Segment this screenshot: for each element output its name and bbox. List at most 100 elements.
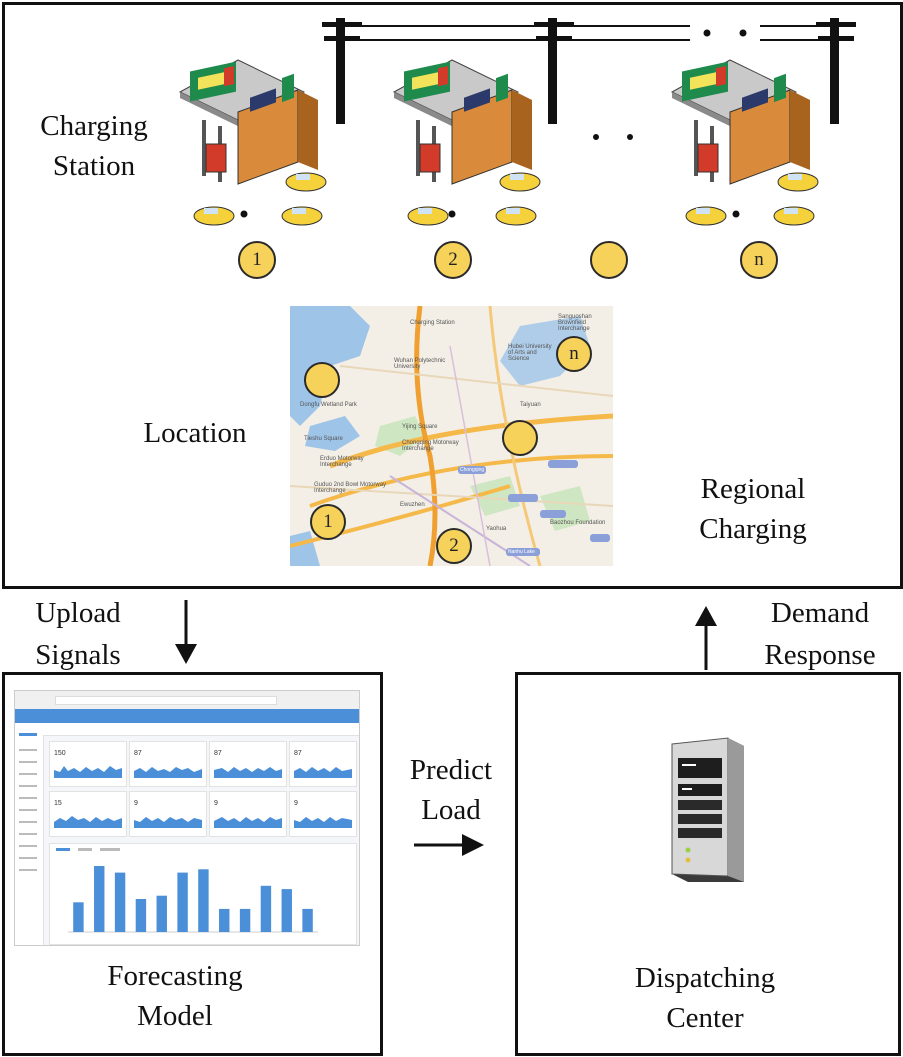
chart-bar <box>239 908 251 932</box>
taxi-icon <box>777 172 819 192</box>
chart-bar <box>281 889 292 932</box>
metric-value: 15 <box>54 800 62 807</box>
map-place-label: Nanhu Lake <box>508 549 535 555</box>
map-station-marker: 1 <box>310 504 346 540</box>
chart-tab[interactable] <box>100 848 120 851</box>
metric-value: 150 <box>54 750 66 757</box>
power-pole-icon <box>816 18 856 124</box>
metric-value: 9 <box>134 800 138 807</box>
chart-bar <box>94 866 105 932</box>
metric-card: 9 <box>289 791 357 837</box>
metric-card: 87 <box>129 741 207 787</box>
map-place-label: Yaohua <box>486 526 507 532</box>
chart-bar <box>177 872 188 932</box>
chart-bar <box>260 885 272 932</box>
chart-bar <box>114 872 126 932</box>
load-bar-chart <box>68 866 318 933</box>
station-badge <box>590 241 628 279</box>
upload-signals-label: Upload Signals <box>35 597 121 671</box>
map-place-label: Charging Station <box>410 320 455 326</box>
metric-card: 15 <box>49 791 127 837</box>
map-place-label: Chongqing <box>460 467 485 473</box>
metric-sparkline <box>54 816 122 828</box>
map-place-label: Baozhou Foundation <box>550 520 606 526</box>
map-station-marker <box>304 362 340 398</box>
taxi-icon <box>685 206 727 226</box>
sidebar-item[interactable] <box>19 845 37 847</box>
power-pole-icon <box>534 18 574 124</box>
sidebar-item[interactable] <box>19 809 37 811</box>
sidebar-item[interactable] <box>19 773 37 775</box>
chart-bar <box>156 895 167 932</box>
sidebar-item[interactable] <box>19 749 37 751</box>
load-bar-chart-card <box>49 843 357 945</box>
station-badge: n <box>740 241 778 279</box>
sidebar-item[interactable] <box>19 833 37 835</box>
map-place-label: Dongfu Wetland Park <box>300 402 357 408</box>
sidebar-item[interactable] <box>19 733 37 736</box>
metric-card: 9 <box>209 791 287 837</box>
chart-bar <box>219 908 230 932</box>
map-place-label: Sanguoshan Brownfield Interchange <box>558 314 592 332</box>
chart-bar <box>135 899 147 932</box>
taxi-icon <box>773 206 815 226</box>
chart-bar <box>302 908 313 932</box>
demand-response-arrow <box>695 606 717 670</box>
map-station-marker: 2 <box>436 528 472 564</box>
taxi-icon <box>499 172 541 192</box>
sidebar-item[interactable] <box>19 869 37 871</box>
sidebar-item[interactable] <box>19 821 37 823</box>
forecasting-model-label: Forecasting Model <box>107 960 243 1032</box>
demand-response-label: Demand Response <box>764 597 876 671</box>
map-place-label: Chongqing Motorway Interchange <box>402 440 459 452</box>
metric-value: 9 <box>294 800 298 807</box>
map-station-marker: n <box>556 336 592 372</box>
dispatching-center-label: Dispatching Center <box>634 962 776 1034</box>
metric-sparkline <box>134 767 202 778</box>
station-badge: 1 <box>238 241 276 279</box>
metric-sparkline <box>134 817 202 828</box>
map-place-label: Yijing Square <box>402 424 438 430</box>
dashboard-tabs <box>43 723 359 736</box>
metric-sparkline <box>294 817 352 828</box>
map-place-label: Erduo Motorway Interchange <box>320 456 364 468</box>
taxi-icon <box>193 206 235 226</box>
sidebar-item[interactable] <box>19 857 37 859</box>
metric-value: 87 <box>294 750 302 757</box>
charging-station-label: Charging Station <box>40 110 148 182</box>
sidebar-item[interactable] <box>19 797 37 799</box>
sidebar-item[interactable] <box>19 761 37 763</box>
location-label: Location <box>143 417 247 449</box>
taxi-icon <box>407 206 449 226</box>
metric-card: 87 <box>209 741 287 787</box>
dashboard-sidebar <box>15 723 44 945</box>
upload-arrow <box>175 600 197 664</box>
map-station-marker <box>502 420 538 456</box>
charging-station-icon <box>670 59 819 226</box>
metric-card: 150 <box>49 741 127 787</box>
metric-sparkline <box>214 817 282 828</box>
dashboard-screenshot: 150 87 87 87 15 9 9 <box>14 690 360 946</box>
metric-sparkline <box>294 767 352 778</box>
regional-charging-label: Regional Charging <box>699 473 807 545</box>
power-pole-icon <box>322 18 362 124</box>
metric-card: 87 <box>289 741 357 787</box>
chart-tab[interactable] <box>56 848 70 851</box>
power-line <box>322 18 856 140</box>
city-map: Charging Station Wuhan Polytechnic Unive… <box>290 306 613 566</box>
metric-card: 9 <box>129 791 207 837</box>
taxi-icon <box>495 206 537 226</box>
map-place-label: Taiyuan <box>520 402 541 408</box>
metric-value: 87 <box>214 750 222 757</box>
charging-station-icon <box>178 59 327 226</box>
chart-bar <box>198 869 209 932</box>
sidebar-item[interactable] <box>19 785 37 787</box>
predict-load-label: Predict Load <box>409 754 493 826</box>
predict-load-arrow <box>414 834 484 856</box>
charging-station-icon <box>392 59 541 226</box>
chart-tab[interactable] <box>78 848 92 851</box>
address-bar <box>55 696 277 705</box>
server-tower-icon <box>671 737 744 882</box>
chart-bar <box>73 902 84 932</box>
map-place-label: Hubei University of Arts and Science <box>508 344 552 362</box>
